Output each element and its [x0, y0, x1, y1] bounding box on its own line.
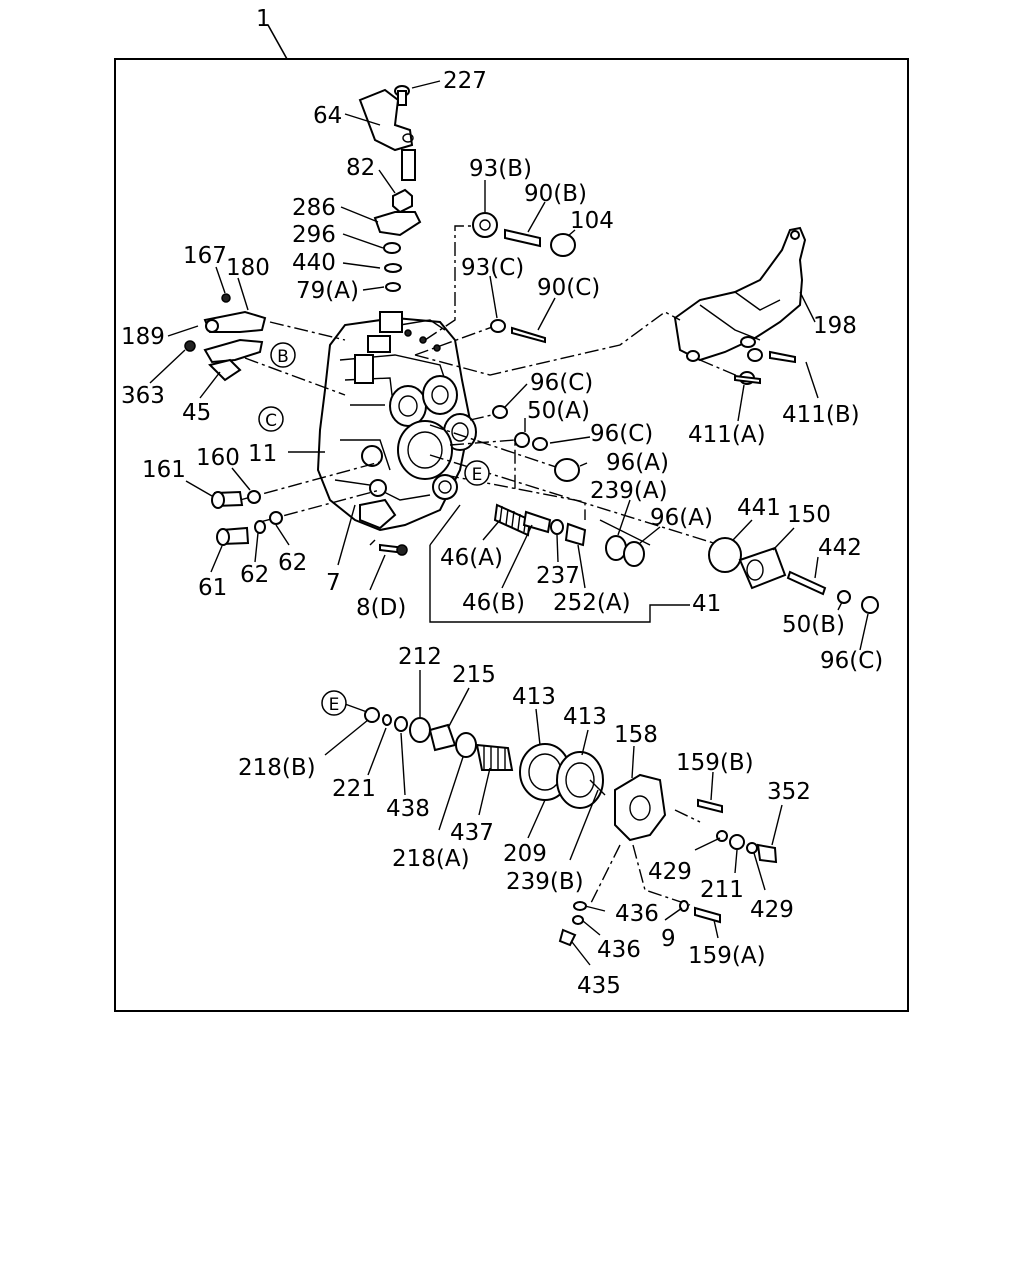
label-159a: 159(A) [688, 943, 766, 969]
label-221: 221 [332, 776, 376, 802]
label-436-2: 436 [597, 937, 641, 963]
label-159b: 159(B) [676, 750, 754, 776]
label-296: 296 [292, 222, 336, 248]
leader-lines [149, 80, 869, 966]
label-286: 286 [292, 195, 336, 221]
label-411b: 411(B) [782, 402, 860, 428]
label-438: 438 [386, 796, 430, 822]
label-50b: 50(B) [782, 612, 845, 638]
label-64: 64 [313, 103, 342, 129]
label-429-2: 429 [750, 897, 794, 923]
label-363: 363 [121, 383, 165, 409]
label-96a-1: 96(A) [606, 450, 669, 476]
label-167: 167 [183, 243, 227, 269]
assembly-leader [267, 24, 288, 60]
label-46b: 46(B) [462, 590, 525, 616]
top-lever-assembly [358, 85, 422, 333]
label-93b: 93(B) [469, 156, 532, 182]
left-linkage-assembly [184, 293, 267, 382]
label-82: 82 [346, 155, 375, 181]
label-218b: 218(B) [238, 755, 316, 781]
label-90b: 90(B) [524, 181, 587, 207]
label-96c-2: 96(C) [590, 421, 653, 447]
label-7: 7 [326, 570, 341, 596]
label-189: 189 [121, 324, 165, 350]
label-198: 198 [813, 313, 857, 339]
label-45: 45 [182, 400, 211, 426]
label-437: 437 [450, 820, 494, 846]
label-429-1: 429 [648, 859, 692, 885]
circled-marker-e-top: E [464, 460, 490, 486]
label-215: 215 [452, 662, 496, 688]
label-8d: 8(D) [356, 595, 406, 621]
label-413-1: 413 [512, 684, 556, 710]
label-209: 209 [503, 841, 547, 867]
label-212: 212 [398, 644, 442, 670]
label-161: 161 [142, 457, 186, 483]
label-411a: 411(A) [688, 422, 766, 448]
label-252a: 252(A) [553, 590, 631, 616]
label-50a: 50(A) [527, 398, 590, 424]
label-239b: 239(B) [506, 869, 584, 895]
label-assembly: 1 [256, 6, 271, 32]
lower-assembly [364, 707, 778, 947]
label-239a: 239(A) [590, 478, 668, 504]
label-96c-3: 96(C) [820, 648, 883, 674]
bracket-198 [673, 226, 807, 362]
label-442: 442 [818, 535, 862, 561]
label-96c-1: 96(C) [530, 370, 593, 396]
circled-marker-b: B [270, 342, 296, 368]
label-180: 180 [226, 255, 270, 281]
label-62-1: 62 [240, 562, 269, 588]
pump-housing [316, 316, 477, 532]
label-61: 61 [198, 575, 227, 601]
part-labels: 1 227 64 82 286 296 440 79(A) 167 180 18… [121, 6, 883, 999]
marker-e-top-text: E [472, 465, 483, 485]
label-41: 41 [692, 591, 721, 617]
label-150: 150 [787, 502, 831, 528]
label-62-2: 62 [278, 550, 307, 576]
label-93c: 93(C) [461, 255, 524, 281]
marker-e-bottom-text: E [329, 695, 340, 715]
label-11: 11 [248, 441, 277, 467]
label-104: 104 [570, 208, 614, 234]
label-211: 211 [700, 877, 744, 903]
label-352: 352 [767, 779, 811, 805]
circled-marker-c: C [258, 406, 284, 432]
right-side-parts [211, 212, 796, 556]
label-441: 441 [737, 495, 781, 521]
label-413-2: 413 [563, 704, 607, 730]
assembly-frame [114, 58, 909, 1012]
label-237: 237 [536, 563, 580, 589]
label-436-1: 436 [615, 901, 659, 927]
label-9: 9 [661, 926, 676, 952]
marker-c-text: C [265, 411, 277, 431]
label-435: 435 [577, 973, 621, 999]
label-227: 227 [443, 68, 487, 94]
label-46a: 46(A) [440, 545, 503, 571]
marker-b-text: B [277, 347, 289, 367]
label-440: 440 [292, 250, 336, 276]
label-90c: 90(C) [537, 275, 600, 301]
label-218a: 218(A) [392, 846, 470, 872]
label-160: 160 [196, 445, 240, 471]
label-96a-2: 96(A) [650, 505, 713, 531]
circled-marker-e-bottom: E [321, 690, 347, 716]
label-79a: 79(A) [296, 278, 359, 304]
label-158: 158 [614, 722, 658, 748]
